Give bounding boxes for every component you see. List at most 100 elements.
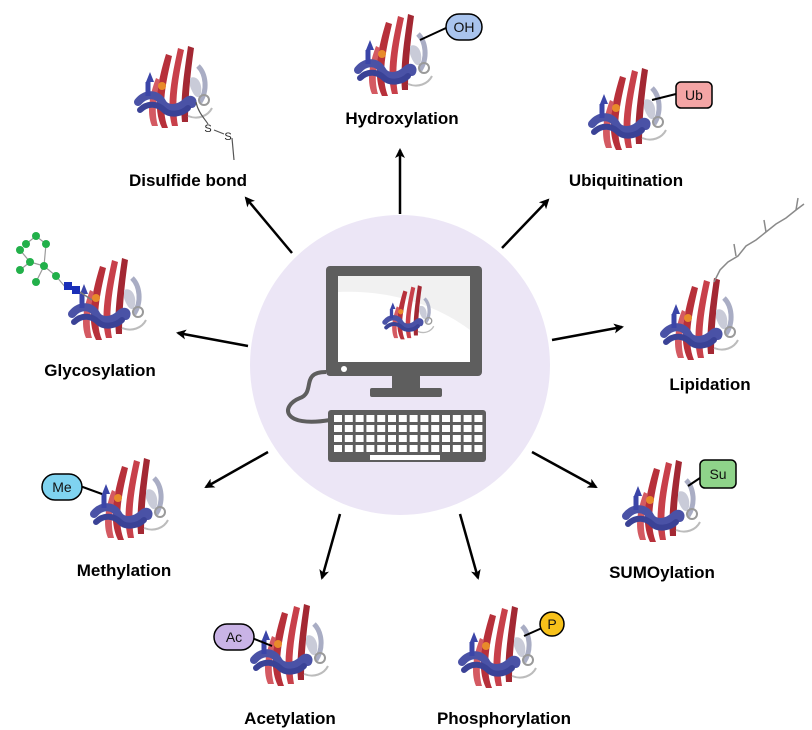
arrow-methylation xyxy=(204,450,269,489)
arrow-lipidation xyxy=(551,323,624,342)
keyboard-key xyxy=(388,445,396,452)
keyboard-key xyxy=(398,445,407,452)
keyboard-key xyxy=(474,425,483,432)
tag-methylation xyxy=(41,473,83,501)
keyboard-key xyxy=(442,445,450,452)
keyboard-key xyxy=(388,415,396,422)
keyboard-key xyxy=(366,435,375,442)
keyboard-key xyxy=(409,425,418,432)
keyboard-key xyxy=(474,445,483,452)
tag-ubiquitination xyxy=(675,81,713,109)
keyboard-key xyxy=(366,445,375,452)
keyboard-key xyxy=(398,415,407,422)
keyboard-key xyxy=(463,415,472,422)
keyboard-key xyxy=(474,435,483,442)
arrow-sumoylation xyxy=(531,450,598,489)
keyboard-key xyxy=(334,415,342,422)
arrow-disulfide xyxy=(244,196,293,254)
tag-phosphorylation-text: P xyxy=(547,616,556,632)
keyboard-key xyxy=(377,415,386,422)
node-glycosylation: Glycosylation xyxy=(16,232,156,380)
keyboard-key xyxy=(452,445,461,452)
tag-phosphorylation xyxy=(539,611,565,637)
keyboard-key xyxy=(431,415,440,422)
label-phosphorylation: Phosphorylation xyxy=(437,709,571,728)
keyboard-key xyxy=(366,425,375,432)
arrow-ubiquitination xyxy=(501,198,550,249)
power-led-icon xyxy=(341,366,347,372)
keyboard-key xyxy=(388,435,396,442)
arrow-phosphorylation xyxy=(458,513,481,580)
keyboard-key xyxy=(355,425,364,432)
keyboard-key xyxy=(355,445,364,452)
keyboard-key xyxy=(398,435,407,442)
keyboard-key xyxy=(452,435,461,442)
keyboard-key xyxy=(431,435,440,442)
node-methylation: Me Methylation xyxy=(41,458,171,580)
tag-hydroxylation xyxy=(445,13,483,41)
label-acetylation: Acetylation xyxy=(244,709,336,728)
label-hydroxylation: Hydroxylation xyxy=(345,109,458,128)
keyboard-key xyxy=(442,415,450,422)
keyboard-key xyxy=(366,415,375,422)
keyboard-key xyxy=(420,415,429,422)
glycan-chain xyxy=(16,232,93,301)
node-acetylation: Ac Acetylation xyxy=(213,604,336,728)
keyboard-key xyxy=(409,435,418,442)
tag-sumoylation-text: Su xyxy=(709,466,726,482)
keyboard-key xyxy=(355,435,364,442)
keyboard-key xyxy=(463,445,472,452)
keyboard-key xyxy=(442,435,450,442)
keyboard-key xyxy=(431,425,440,432)
keyboard-key xyxy=(463,425,472,432)
keyboard-key xyxy=(344,445,353,452)
label-glycosylation: Glycosylation xyxy=(44,361,155,380)
keyboard-key xyxy=(355,415,364,422)
sulfur-atom-2: S xyxy=(224,131,231,143)
keyboard-spacebar xyxy=(370,455,440,460)
tag-ubiquitination-text: Ub xyxy=(685,87,703,103)
tag-sumoylation xyxy=(699,459,737,489)
keyboard-key xyxy=(409,415,418,422)
arrows xyxy=(176,148,624,580)
keyboard-key xyxy=(442,425,450,432)
node-disulfide: S S Disulfide bond xyxy=(129,46,247,190)
keyboard-key xyxy=(420,435,429,442)
computer-icon xyxy=(286,266,486,462)
node-lipidation: Lipidation xyxy=(664,197,805,394)
label-lipidation: Lipidation xyxy=(669,375,750,394)
keyboard-key xyxy=(398,425,407,432)
arrow-glycosylation xyxy=(176,329,249,348)
keyboard-key xyxy=(409,445,418,452)
label-disulfide: Disulfide bond xyxy=(129,171,247,190)
keyboard-key xyxy=(388,425,396,432)
node-phosphorylation: P Phosphorylation xyxy=(437,606,571,728)
node-sumoylation: Su SUMOylation xyxy=(609,459,737,582)
keyboard-key xyxy=(452,425,461,432)
keyboard-key xyxy=(420,445,429,452)
keyboard-key xyxy=(344,435,353,442)
keyboard-key xyxy=(344,425,353,432)
disulfide-linker xyxy=(195,101,235,161)
keyboard-key xyxy=(420,425,429,432)
keyboard-key xyxy=(463,435,472,442)
tag-hydroxylation-text: OH xyxy=(454,19,475,35)
keyboard-key xyxy=(344,415,353,422)
keyboard-key xyxy=(334,435,342,442)
node-ubiquitination: Ub Ubiquitination xyxy=(569,68,713,190)
keyboard-key xyxy=(334,445,342,452)
label-methylation: Methylation xyxy=(77,561,171,580)
label-ubiquitination: Ubiquitination xyxy=(569,171,683,190)
tag-methylation-text: Me xyxy=(52,479,72,495)
sulfur-atom-1: S xyxy=(204,123,211,135)
label-sumoylation: SUMOylation xyxy=(609,563,715,582)
keyboard-key xyxy=(474,415,483,422)
keyboard-key xyxy=(377,425,386,432)
node-hydroxylation: OH Hydroxylation xyxy=(345,13,483,128)
lipid-chain xyxy=(713,203,805,283)
tag-acetylation xyxy=(213,623,255,651)
keyboard-key xyxy=(452,415,461,422)
keyboard-key xyxy=(377,435,386,442)
keyboard-key xyxy=(431,445,440,452)
